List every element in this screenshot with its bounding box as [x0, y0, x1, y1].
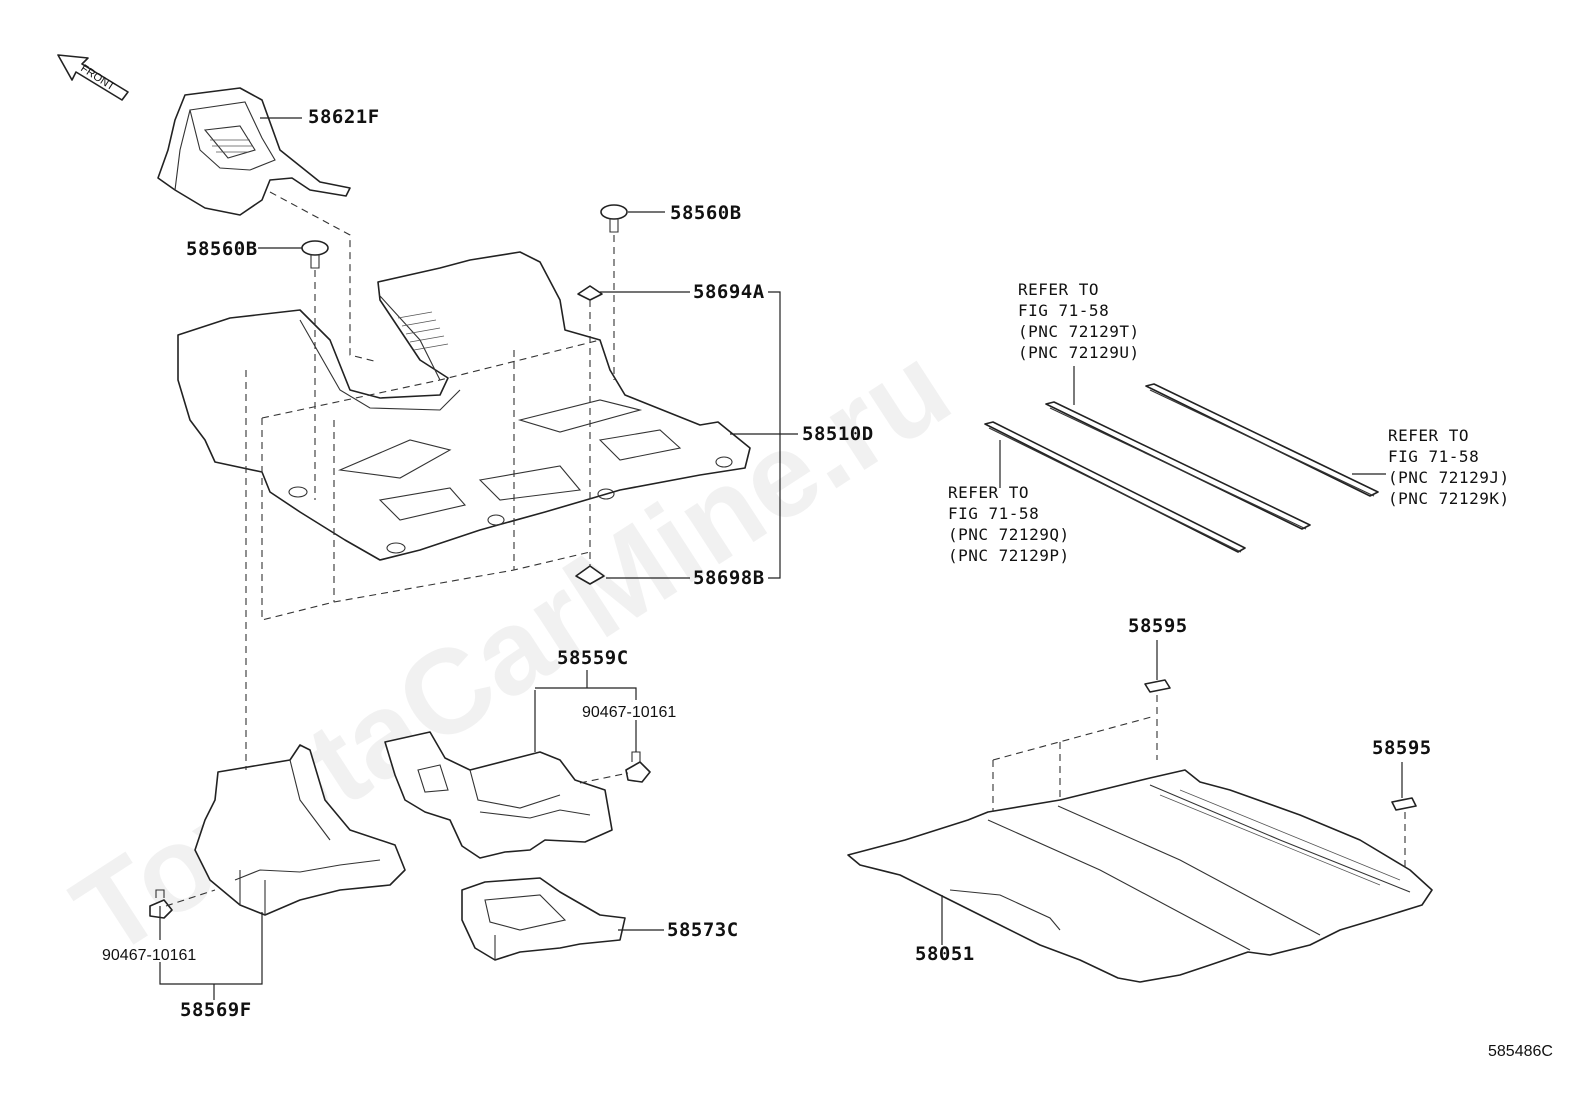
refer-top-line-3: (PNC 72129T)	[1018, 322, 1140, 341]
clip-58595-right-icon	[1391, 797, 1417, 811]
clip-58560B-right-icon	[600, 204, 628, 233]
refer-top-line-4: (PNC 72129U)	[1018, 343, 1140, 362]
label-58698B: 58698B	[693, 567, 765, 589]
assembly-lines	[165, 191, 1406, 907]
label-58051: 58051	[915, 943, 975, 965]
rail-72129T-U-shape	[1045, 401, 1311, 530]
refer-top-line-2: FIG 71-58	[1018, 301, 1109, 320]
refer-left-line-2: FIG 71-58	[948, 504, 1039, 523]
part-58510D-shape	[177, 251, 751, 561]
clip-58694A-icon	[577, 285, 603, 301]
label-58569F: 58569F	[180, 999, 252, 1021]
label-58595-right: 58595	[1372, 737, 1432, 759]
rail-72129Q-P-shape	[984, 421, 1246, 553]
label-90467-lower: 90467-10161	[102, 947, 196, 964]
refer-left-line-1: REFER TO	[948, 483, 1029, 502]
refer-right-line-4: (PNC 72129K)	[1388, 489, 1510, 508]
part-58051-shape	[847, 769, 1433, 983]
refer-left-line-3: (PNC 72129Q)	[948, 525, 1070, 544]
front-arrow-icon	[57, 54, 129, 101]
clip-58595-top-icon	[1144, 679, 1171, 693]
label-58560B-right: 58560B	[670, 202, 742, 224]
part-58573C-shape	[461, 877, 626, 961]
clip-58698B-icon	[575, 565, 605, 585]
label-58621F: 58621F	[308, 106, 380, 128]
refer-top-line-1: REFER TO	[1018, 280, 1099, 299]
label-58694A: 58694A	[693, 281, 765, 303]
bolt-90467-lower-icon	[149, 889, 173, 919]
part-58621F-shape	[157, 87, 351, 216]
part-58569F-shape	[194, 744, 406, 916]
label-90467-upper: 90467-10161	[582, 704, 676, 721]
leader-lines	[159, 117, 1403, 1000]
rail-72129J-K-shape	[1145, 383, 1379, 497]
bolt-90467-upper-icon	[625, 751, 651, 783]
refer-right-line-3: (PNC 72129J)	[1388, 468, 1510, 487]
label-58560B-left: 58560B	[186, 238, 258, 260]
refer-right-line-1: REFER TO	[1388, 426, 1469, 445]
refer-right-line-2: FIG 71-58	[1388, 447, 1479, 466]
diagram-id: 585486C	[1488, 1043, 1553, 1060]
refer-note-top: REFER TO FIG 71-58 (PNC 72129T) (PNC 721…	[1018, 280, 1140, 362]
label-58510D: 58510D	[802, 423, 874, 445]
label-58595-top: 58595	[1128, 615, 1188, 637]
part-58559C-shape	[384, 731, 613, 859]
label-58573C: 58573C	[667, 919, 739, 941]
refer-note-left: REFER TO FIG 71-58 (PNC 72129Q) (PNC 721…	[948, 483, 1070, 565]
refer-note-right: REFER TO FIG 71-58 (PNC 72129J) (PNC 721…	[1388, 426, 1510, 508]
refer-left-line-4: (PNC 72129P)	[948, 546, 1070, 565]
clip-58560B-left-icon	[301, 240, 329, 269]
label-58559C: 58559C	[557, 647, 629, 669]
